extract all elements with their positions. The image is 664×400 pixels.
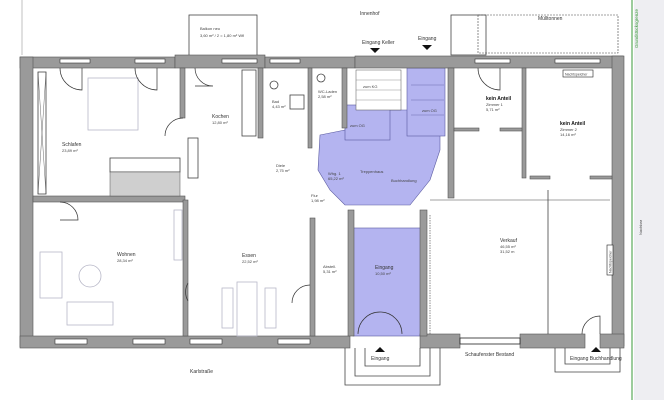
length: 31,52 m [500,249,515,254]
dining-table [236,281,258,337]
room-schlafen: Schlafen [62,142,82,148]
storage-heater [562,69,594,78]
entrance-hall-area [352,227,422,337]
stair-og-label: zum OG [350,123,365,128]
stair-up-area [406,67,446,137]
area: 5,31 m² [323,269,337,274]
room-zimmer1-tag: kein Anteil [486,96,512,102]
bins-area [477,14,619,54]
area: 14,16 m² [560,132,576,137]
neighbor-label: Nachbar [638,219,643,235]
area: 2,75 m² [276,168,290,173]
entrance-arrow-icon [370,48,380,53]
entrance-arrow-icon [591,347,601,352]
courtyard-label: Innenhof [360,11,380,17]
room-buchhandlung: Buchhandlung [391,178,417,183]
cellar-stair [109,171,181,197]
entrance-cellar-label: Eingang Keller [362,40,395,46]
room-essen: Essen [242,253,256,259]
bins-enclosure [450,14,487,56]
area: 12,80 m² [212,120,228,125]
entrance-arrow-icon [375,347,385,352]
coffee-table [78,264,102,288]
bed [87,77,139,131]
entrance-rear-label: Eingang [418,36,437,42]
area: 28,34 m² [117,258,133,263]
area: 46,55 m² [500,244,516,249]
shop-window-label: Schaufenster Bestand [465,352,514,358]
area: 1,98 m² [311,198,325,203]
sofa [39,251,63,299]
room-zimmer1: Zimmer 1 [486,102,504,107]
street-label: Karlstraße [190,369,213,375]
entrance-bookshop-label: Eingang Buchhandlung [570,356,622,362]
room-treppenhaus: Treppenhaus [360,169,383,174]
area: 2,58 m² [318,94,332,99]
entrance-front-label: Eingang [371,356,390,362]
shop-window [459,337,521,345]
area: 22,52 m² [242,259,258,264]
stair-kg-label: zum KG [363,84,377,89]
room-flur: Flur [311,193,319,198]
room-verkauf: Verkauf [500,238,518,244]
sofa [66,301,114,326]
area: 4,43 m² [272,104,286,109]
neighbor-area [634,0,664,400]
stair-og-label: zum OG [422,108,437,113]
room-kochen: Kochen [212,114,229,120]
area: 10,50 m² [375,271,391,276]
balcony-area: 3,60 m² / 2 = 1,80 m² Wfl [200,33,244,38]
room-eingang: Eingang [375,265,394,271]
room-wohnen: Wohnen [117,252,136,258]
room-wc: WC-Laden [318,89,337,94]
storage-heater [606,244,614,276]
kitchen-counter [241,69,257,137]
balcony-title: Balkon neu [200,26,220,31]
area: 65,22 m² [328,176,344,181]
storage-heater-label: Nachtspeicher [609,250,613,273]
area: 5,71 m² [486,107,500,112]
property-line-label: Grundstücksgrenze [634,8,639,48]
entrance-arrow-icon [422,45,432,50]
room-bad: Bad [272,99,279,104]
room-whg: Whg. 1 [328,171,341,176]
bins-label: Mülltonnen [538,16,563,22]
room-zimmer2-tag: kein Anteil [560,121,586,127]
room-zimmer2: Zimmer 2 [560,127,578,132]
room-diele: Diele [276,163,286,168]
storage-heater-label: Nachtspeicher [565,73,588,77]
area: 23,89 m² [62,148,78,153]
room-abstell: Abstell. [323,264,336,269]
